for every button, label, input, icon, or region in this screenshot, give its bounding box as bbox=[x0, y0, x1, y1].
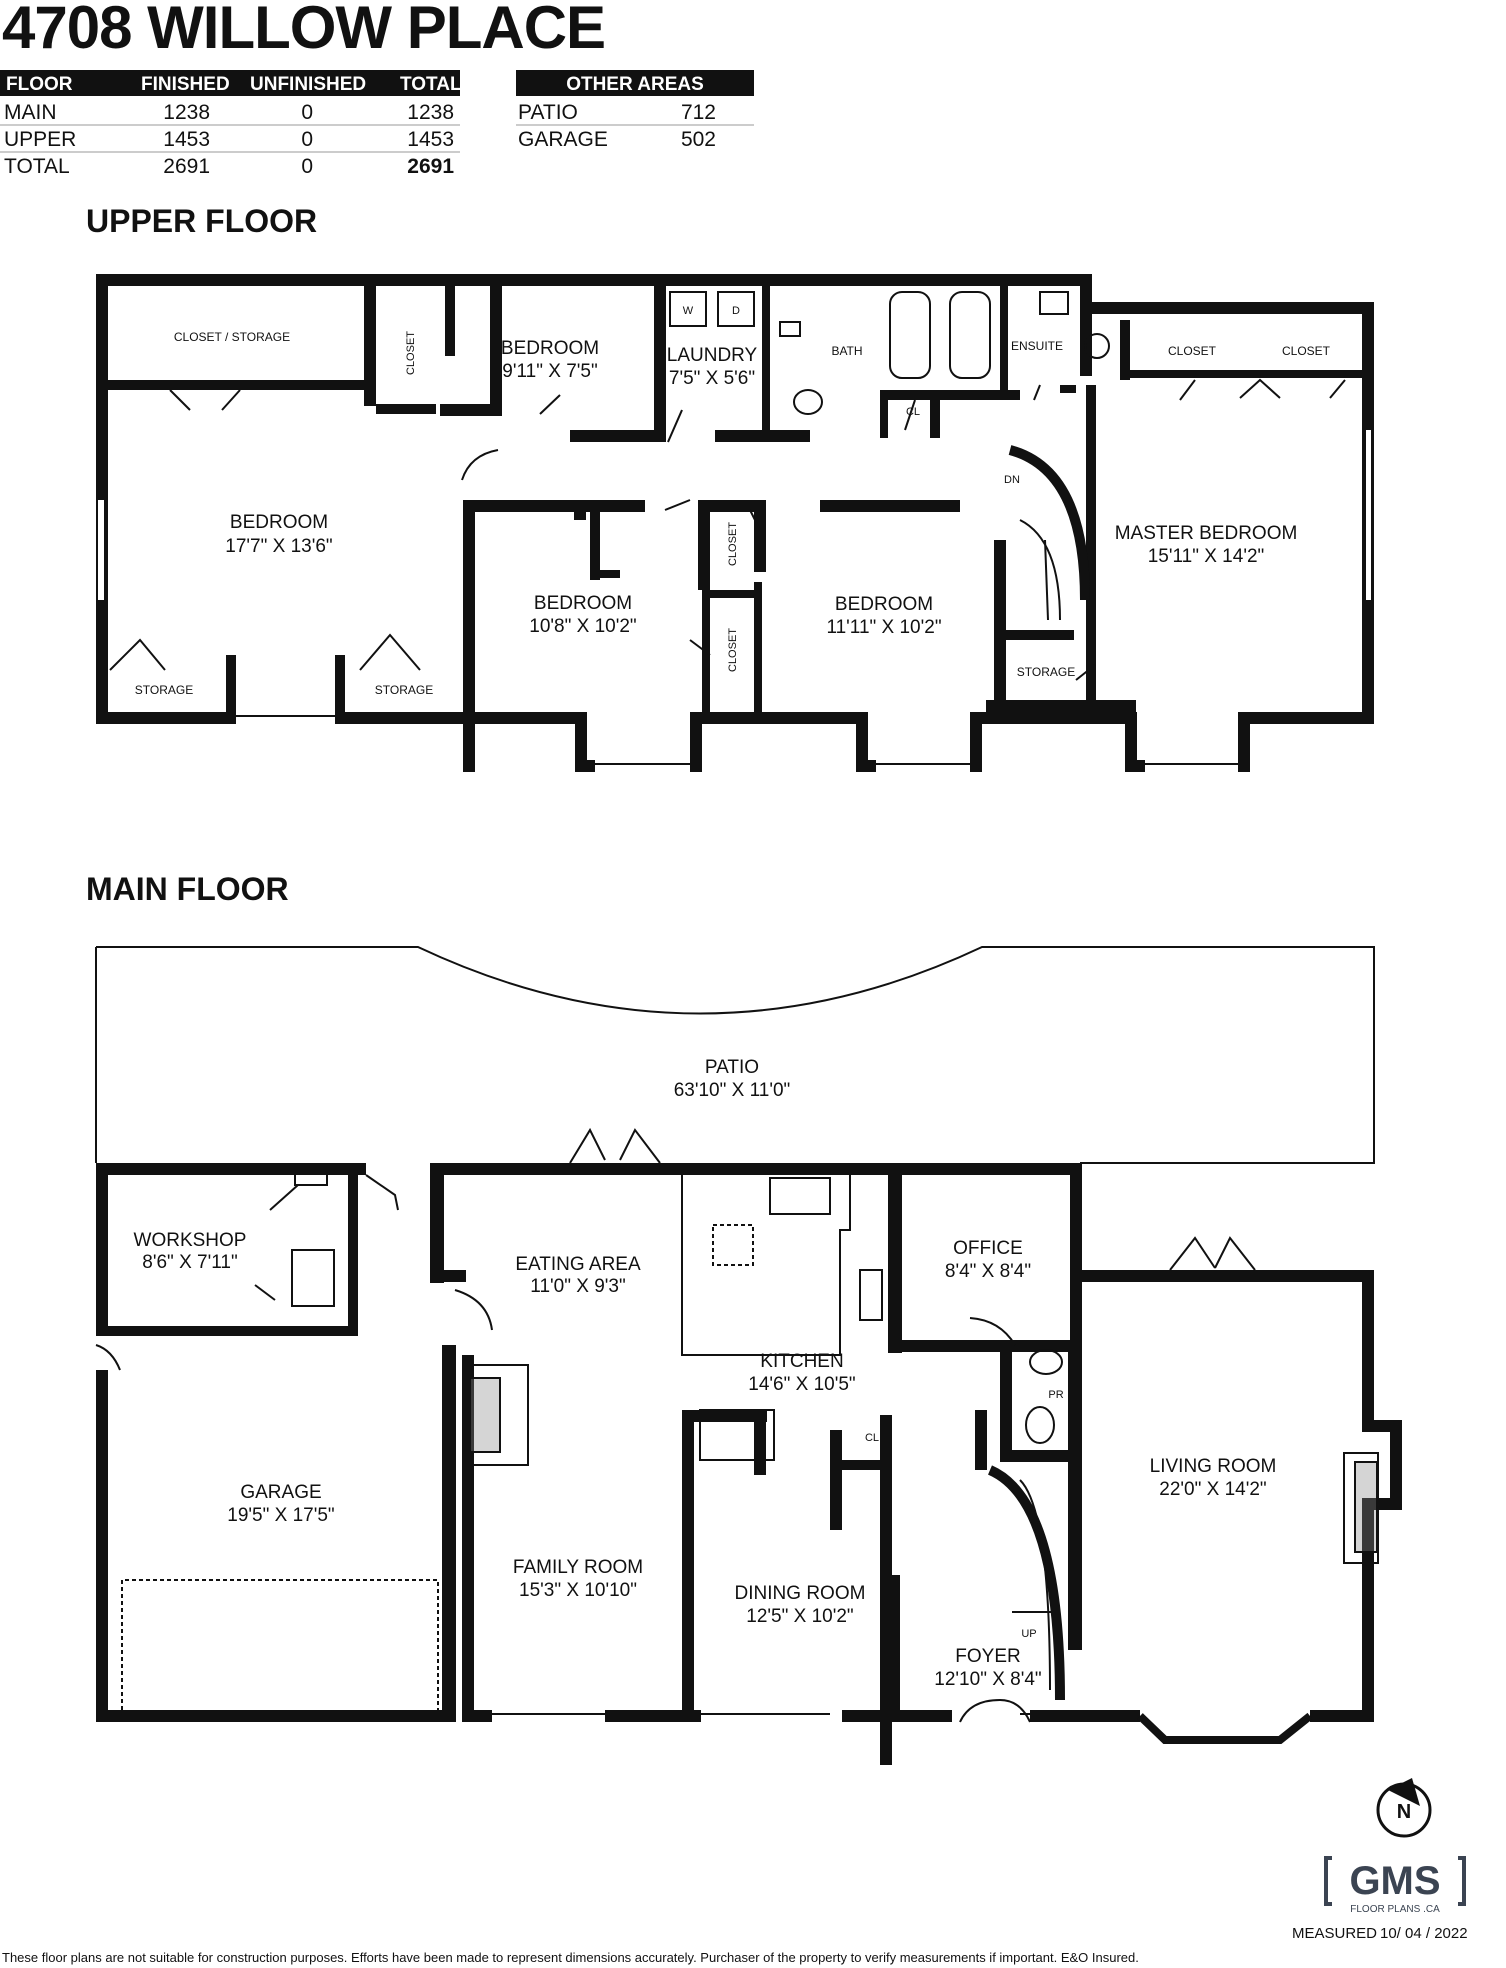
table-header: FLOOR bbox=[6, 74, 73, 95]
room-size: 9'11" X 7'5" bbox=[502, 361, 597, 382]
table-cell: UPPER bbox=[4, 128, 76, 151]
room-label: WORKSHOP bbox=[134, 1230, 247, 1251]
room-size: 12'5" X 10'2" bbox=[746, 1606, 853, 1627]
room-label: KITCHEN bbox=[760, 1351, 843, 1372]
upper-floor-labels: CLOSET / STORAGE BEDROOM 17'7" X 13'6" B… bbox=[135, 305, 1331, 697]
room-label: ENSUITE bbox=[1011, 339, 1063, 353]
room-label: BATH bbox=[831, 344, 862, 358]
room-label: EATING AREA bbox=[515, 1254, 641, 1275]
room-label: GARAGE bbox=[240, 1482, 321, 1503]
powder-room-label: PR bbox=[1048, 1389, 1063, 1401]
table-cell: GARAGE bbox=[518, 128, 608, 151]
storage-label: STORAGE bbox=[375, 683, 433, 697]
measured-date: 10/ 04 / 2022 bbox=[1380, 1925, 1468, 1942]
room-size: 11'11" X 10'2" bbox=[826, 617, 941, 638]
room-size: 7'5" X 5'6" bbox=[669, 368, 755, 389]
room-label: OFFICE bbox=[953, 1238, 1023, 1259]
closet-label: CLOSET bbox=[1282, 344, 1331, 358]
room-label: LAUNDRY bbox=[667, 345, 758, 366]
room-label: CLOSET / STORAGE bbox=[174, 330, 290, 344]
closet-label: CLOSET bbox=[1168, 344, 1217, 358]
room-label: FAMILY ROOM bbox=[513, 1557, 643, 1578]
table-header: UNFINISHED bbox=[250, 74, 366, 95]
logo-text: GMS bbox=[1349, 1859, 1440, 1903]
upper-floor-heading: UPPER FLOOR bbox=[86, 203, 317, 239]
room-label: MASTER BEDROOM bbox=[1115, 523, 1298, 544]
table-cell: TOTAL bbox=[4, 155, 70, 178]
table-cell: 0 bbox=[301, 155, 313, 178]
table-header: OTHER AREAS bbox=[566, 74, 704, 95]
patio-outline bbox=[95, 946, 1375, 1164]
room-label: BEDROOM bbox=[230, 512, 328, 533]
room-size: 8'4" X 8'4" bbox=[945, 1261, 1031, 1282]
table-cell: 1453 bbox=[407, 128, 454, 151]
room-label: LIVING ROOM bbox=[1150, 1456, 1277, 1477]
table-cell: 0 bbox=[301, 101, 313, 124]
table-cell-total: 2691 bbox=[407, 155, 454, 178]
cl-label: CL bbox=[865, 1432, 879, 1444]
room-label: FOYER bbox=[955, 1646, 1020, 1667]
other-areas-table: OTHER AREAS PATIO 712 GARAGE 502 bbox=[516, 70, 754, 151]
main-floor-labels: PATIO 63'10" X 11'0" WORKSHOP 8'6" X 7'1… bbox=[134, 1057, 1277, 1690]
room-size: 22'0" X 14'2" bbox=[1159, 1479, 1266, 1500]
stair-up-label: UP bbox=[1021, 1628, 1036, 1640]
upper-floor-details bbox=[96, 277, 1373, 765]
stair-down-label: DN bbox=[1004, 474, 1020, 486]
table-cell: 502 bbox=[681, 128, 716, 151]
table-cell: 1238 bbox=[407, 101, 454, 124]
closet-label: CLOSET bbox=[727, 628, 739, 672]
table-header: TOTAL bbox=[400, 74, 462, 95]
washer-label: W bbox=[683, 305, 694, 317]
table-cell: 2691 bbox=[163, 155, 210, 178]
table-cell: 712 bbox=[681, 101, 716, 124]
disclaimer-footer: These floor plans are not suitable for c… bbox=[2, 1950, 1139, 1965]
table-header: FINISHED bbox=[141, 74, 230, 95]
measured-label: MEASURED bbox=[1292, 1925, 1377, 1942]
room-size: 15'11" X 14'2" bbox=[1148, 546, 1265, 567]
dryer-label: D bbox=[732, 305, 740, 317]
room-size: 63'10" X 11'0" bbox=[674, 1080, 791, 1101]
table-cell: 1238 bbox=[163, 101, 210, 124]
closet-label: CLOSET bbox=[727, 522, 739, 566]
room-label: BEDROOM bbox=[534, 593, 632, 614]
closet-label: CLOSET bbox=[405, 331, 417, 375]
storage-label: STORAGE bbox=[1017, 665, 1075, 679]
page-title: 4708 WILLOW PLACE bbox=[2, 0, 605, 61]
room-size: 8'6" X 7'11" bbox=[142, 1252, 237, 1273]
storage-label: STORAGE bbox=[135, 683, 193, 697]
logo-subtext: FLOOR PLANS .CA bbox=[1350, 1904, 1440, 1915]
room-size: 14'6" X 10'5" bbox=[748, 1374, 855, 1395]
north-compass: N bbox=[1376, 1778, 1432, 1838]
room-label: DINING ROOM bbox=[735, 1583, 866, 1604]
room-size: 17'7" X 13'6" bbox=[225, 536, 332, 557]
room-size: 10'8" X 10'2" bbox=[529, 616, 636, 637]
room-label: PATIO bbox=[705, 1057, 759, 1078]
table-cell: 0 bbox=[301, 128, 313, 151]
table-cell: PATIO bbox=[518, 101, 578, 124]
room-size: 11'0" X 9'3" bbox=[530, 1276, 625, 1297]
room-size: 12'10" X 8'4" bbox=[934, 1669, 1041, 1690]
compass-letter: N bbox=[1397, 1801, 1411, 1823]
table-cell: MAIN bbox=[4, 101, 57, 124]
room-size: 15'3" X 10'10" bbox=[519, 1580, 637, 1601]
room-size: 19'5" X 17'5" bbox=[227, 1505, 334, 1526]
room-label: BEDROOM bbox=[835, 594, 933, 615]
main-floor-details bbox=[95, 1127, 1379, 1744]
area-table: FLOOR FINISHED UNFINISHED TOTAL MAIN 123… bbox=[0, 70, 462, 178]
room-label: BEDROOM bbox=[501, 338, 599, 359]
table-cell: 1453 bbox=[163, 128, 210, 151]
cl-label: CL bbox=[906, 406, 920, 418]
gms-logo: GMS FLOOR PLANS .CA bbox=[1324, 1856, 1466, 1915]
main-floor-heading: MAIN FLOOR bbox=[86, 871, 289, 907]
